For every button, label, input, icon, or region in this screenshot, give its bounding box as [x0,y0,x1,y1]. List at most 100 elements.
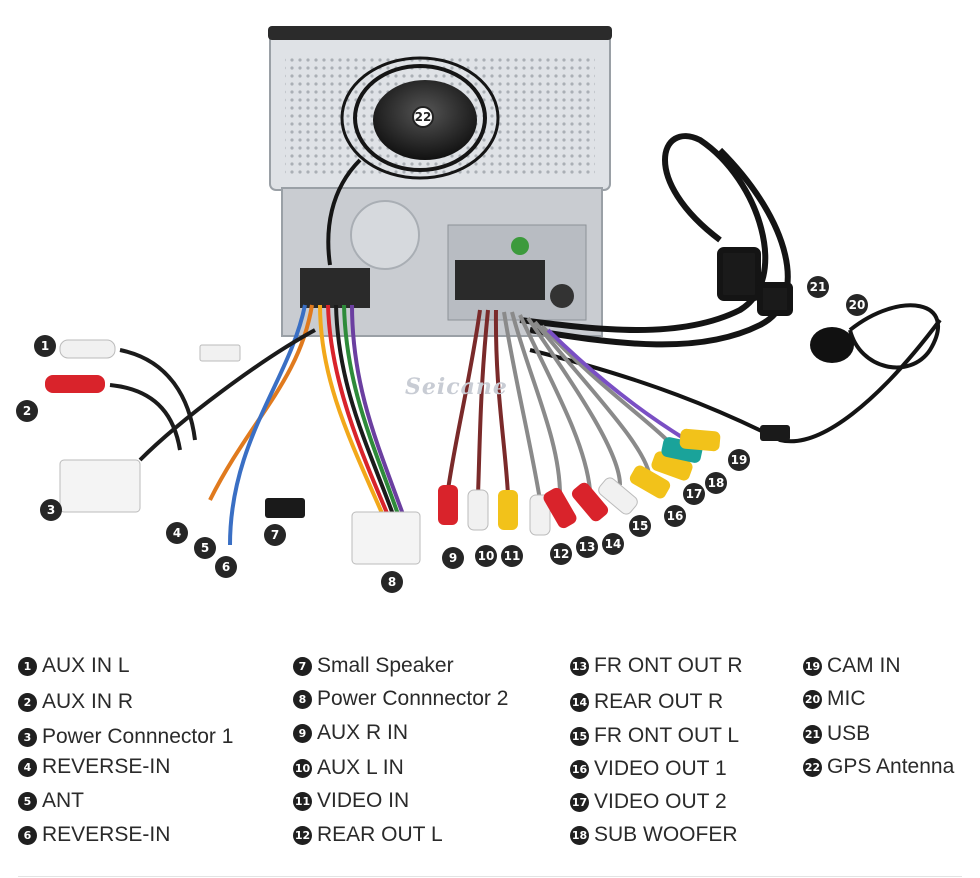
legend-label: MIC [827,687,866,710]
power-connector-2 [351,511,421,565]
callout-21: 21 [807,276,829,298]
legend-label: FR ONT OUT L [594,724,740,747]
callout-16: 16 [664,505,686,527]
legend-label: AUX IN L [42,654,130,677]
legend-num: 8 [293,689,312,709]
legend-label: Power Connnector 1 [42,725,234,748]
callout-10: 10 [475,545,497,567]
small-speaker-connector [265,498,305,518]
legend-num: 11 [293,791,312,811]
callout-3: 3 [40,499,62,521]
callout-6: 6 [215,556,237,578]
callout-22: 22 [412,106,434,128]
callout-4: 4 [166,522,188,544]
legend-num: 20 [803,689,822,709]
callout-20: 20 [846,294,868,316]
white-connector [199,344,241,362]
callout-18: 18 [705,472,727,494]
power-connector-1 [59,459,141,513]
legend-num: 17 [570,792,589,812]
legend-num: 16 [570,759,589,779]
legend-num: 19 [803,656,822,676]
rca-cables [446,309,702,501]
legend-num: 9 [293,723,312,743]
power-harness [138,304,407,546]
legend-num: 2 [18,692,37,712]
legend-label: VIDEO OUT 1 [594,757,727,780]
legend-num: 5 [18,791,37,811]
legend-label: REVERSE-IN [42,823,171,846]
legend-num: 1 [18,656,37,676]
legend-num: 12 [293,825,312,845]
legend-label: Power Connnector 2 [317,687,509,710]
legend-label: AUX IN R [42,690,134,713]
callout-11: 11 [501,545,523,567]
callout-2: 2 [16,400,38,422]
mic [529,303,942,444]
callout-14: 14 [602,533,624,555]
usb-cables [519,133,793,348]
legend-label: FR ONT OUT R [594,654,743,677]
wiring-illustration [45,26,942,565]
callout-13: 13 [576,536,598,558]
legend-num: 14 [570,692,589,712]
legend-label: REAR OUT L [317,823,443,846]
legend-num: 15 [570,726,589,746]
callout-17: 17 [683,483,705,505]
legend-label: SUB WOOFER [594,823,738,846]
aux-in-cables [45,339,197,451]
legend-num: 6 [18,825,37,845]
legend-num: 3 [18,727,37,747]
callout-12: 12 [550,543,572,565]
legend-label: REVERSE-IN [42,755,171,778]
legend-label: VIDEO IN [317,789,410,812]
legend-label: AUX R IN [317,721,409,744]
callout-8: 8 [381,571,403,593]
legend-num: 4 [18,757,37,777]
callout-19: 19 [728,449,750,471]
callout-1: 1 [34,335,56,357]
callout-5: 5 [194,537,216,559]
legend-label: VIDEO OUT 2 [594,790,727,813]
legend-num: 18 [570,825,589,845]
legend-label: ANT [42,789,84,812]
callout-9: 9 [442,547,464,569]
callout-7: 7 [264,524,286,546]
legend-num: 7 [293,656,312,676]
wiring-diagram-photo: Seicane 1 2 3 4 5 6 7 8 9 10 11 12 13 14… [16,26,942,593]
legend-label: REAR OUT R [594,690,724,713]
legend-label: Small Speaker [317,654,454,677]
rca-plugs [438,428,721,536]
legend-label: CAM IN [827,654,901,677]
legend-label: USB [827,722,871,745]
legend-label: GPS Antenna [827,755,955,778]
legend-num: 22 [803,757,822,777]
bottom-divider [18,876,962,877]
callout-15: 15 [629,515,651,537]
watermark-brand: Seicane [405,374,508,400]
legend-label: AUX L IN [317,756,404,779]
legend-num: 13 [570,656,589,676]
legend-num: 10 [293,758,312,778]
legend-num: 21 [803,724,822,744]
